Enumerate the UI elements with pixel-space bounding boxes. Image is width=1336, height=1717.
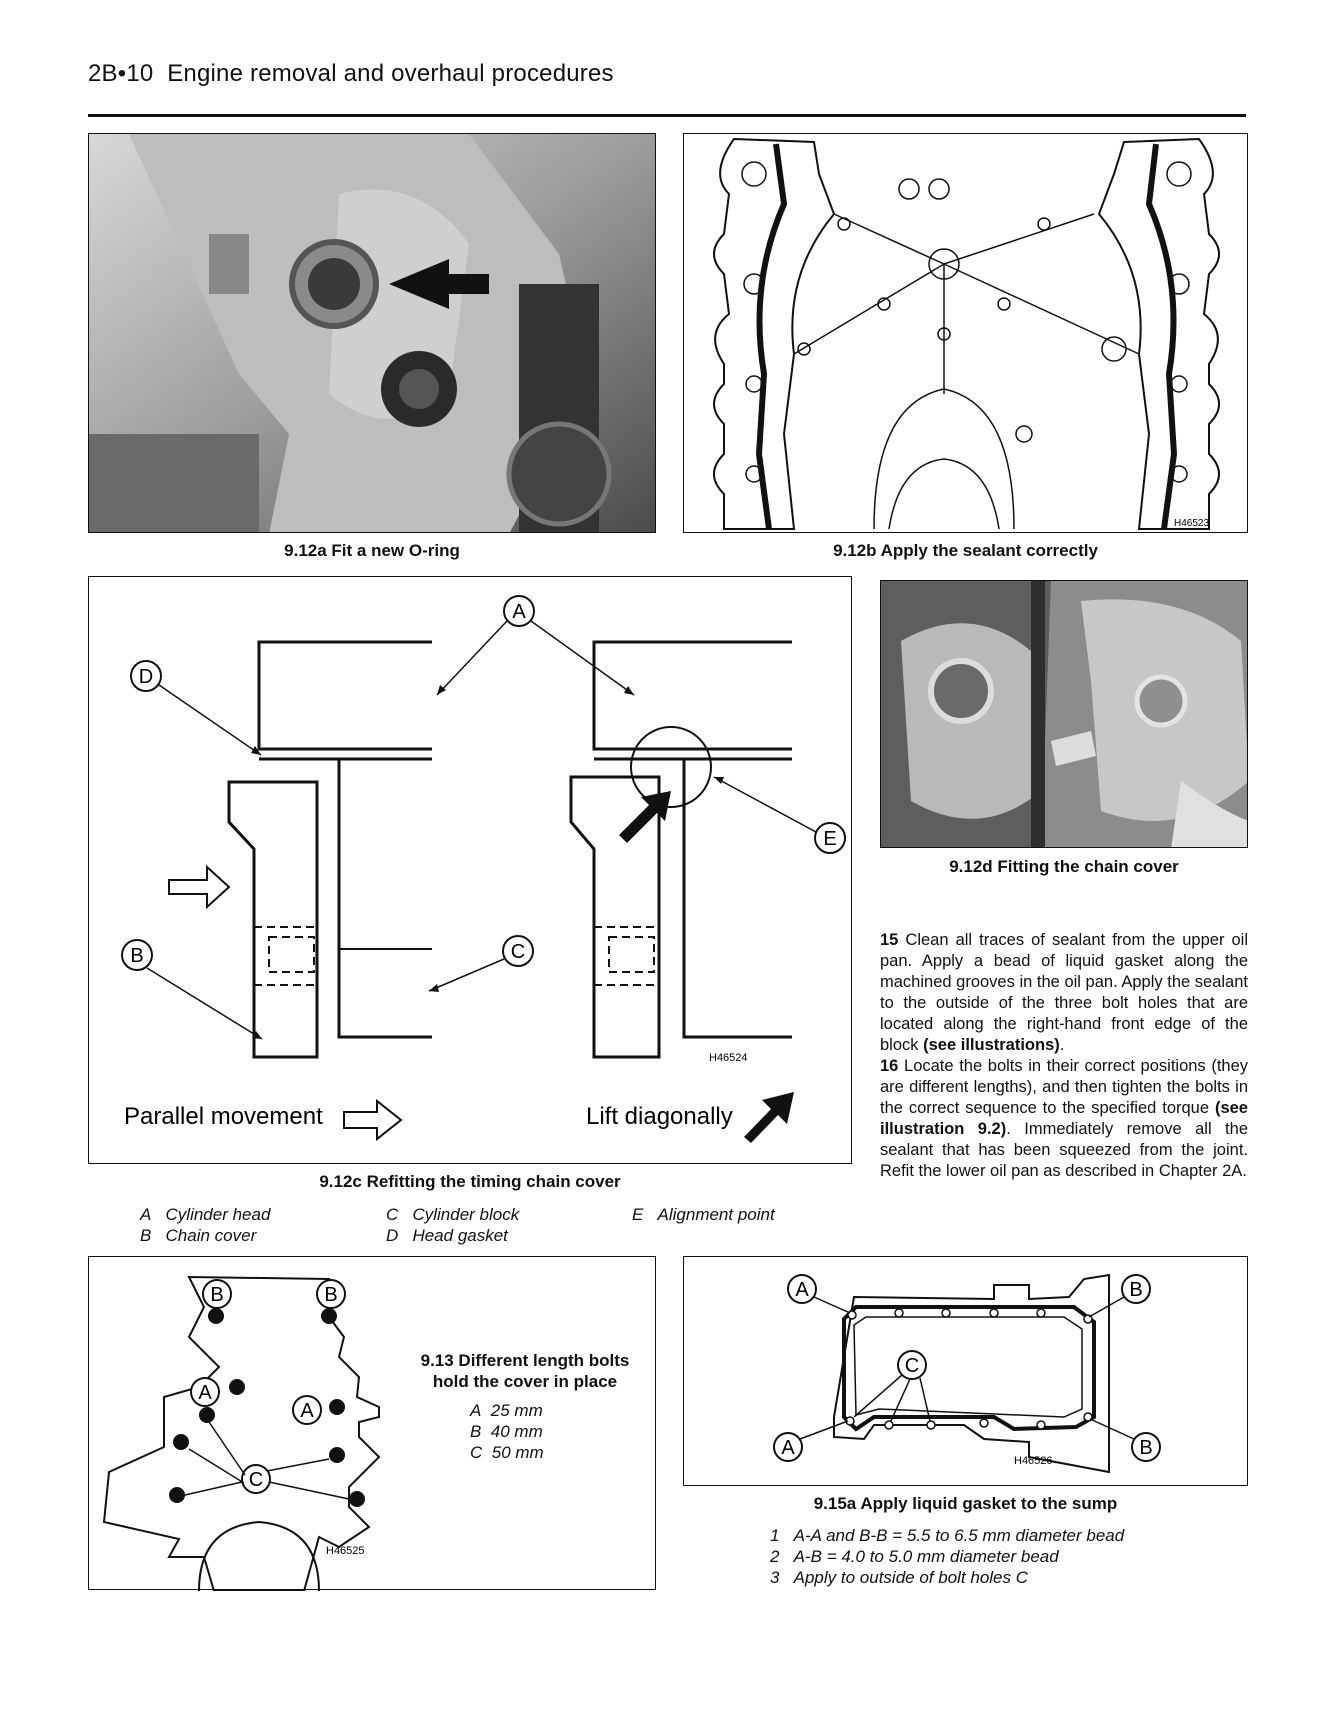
legend-915a: 1 A-A and B-B = 5.5 to 6.5 mm diameter b… — [770, 1525, 1124, 1588]
chain-cover-fitting-photo — [881, 581, 1247, 847]
lift-diagonally-arrow-icon — [744, 1092, 794, 1143]
page-title: Engine removal and overhaul procedures — [167, 60, 614, 87]
arrow-icon — [389, 259, 489, 309]
figure-code: H46525 — [326, 1545, 365, 1557]
callout-c: C — [511, 941, 525, 963]
legend-912c-e: E Alignment point — [632, 1205, 775, 1224]
figure-code: H46526 — [1014, 1455, 1053, 1467]
callout-a-top: A — [795, 1279, 809, 1301]
figure-code: H46523 — [1174, 518, 1209, 529]
legend-913-b: B 40 mm — [470, 1422, 543, 1441]
figure-912d-photo — [880, 580, 1248, 848]
caption-912d: 9.12d Fitting the chain cover — [949, 857, 1179, 876]
parallel-movement-arrow-icon — [343, 1098, 403, 1142]
figure-code: H46524 — [709, 1052, 748, 1064]
callout-a-right: A — [300, 1400, 314, 1422]
figure-915a-diagram: A B C A B H46526 — [683, 1256, 1248, 1486]
label-parallel-movement: Parallel movement — [124, 1103, 323, 1130]
legend-912c-b: B Chain cover — [140, 1226, 257, 1245]
callout-b-top: B — [1129, 1279, 1142, 1301]
callout-a-bottom: A — [781, 1437, 795, 1459]
step-15-text: Clean all traces of sealant from the upp… — [880, 931, 1248, 1054]
engine-photo-orings — [89, 134, 655, 532]
legend-912c-d: D Head gasket — [386, 1226, 508, 1245]
legend-915a-3: 3 Apply to outside of bolt holes C — [770, 1568, 1029, 1587]
callout-d: D — [139, 666, 153, 688]
page-ref: 2B•10 — [88, 60, 154, 87]
label-lift-diagonally: Lift diagonally — [586, 1103, 733, 1130]
page-header: 2B•10 Engine removal and overhaul proced… — [88, 60, 614, 88]
step-16-text: Locate the bolts in their correct positi… — [880, 1057, 1249, 1117]
header-rule — [88, 114, 1246, 117]
step-15-number: 15 — [880, 931, 899, 949]
callout-c: C — [249, 1469, 263, 1491]
figure-913-diagram: B B A A C H46525 — [88, 1256, 656, 1592]
callout-a: A — [512, 601, 526, 623]
sump-gasket-diagram: A B C A B H46526 — [773, 1273, 1161, 1474]
bolt-length-diagram: B B A A C H46525 — [102, 1275, 381, 1592]
callout-a-left: A — [198, 1382, 212, 1404]
caption-912c: 9.12c Refitting the timing chain cover — [319, 1172, 621, 1191]
legend-913: A 25 mm B 40 mm C 50 mm — [470, 1400, 544, 1463]
legend-915a-1: 1 A-A and B-B = 5.5 to 6.5 mm diameter b… — [770, 1526, 1125, 1545]
legend-912c-a: A Cylinder head — [140, 1205, 271, 1224]
timing-cover-refit-diagram: A D E B C H46524 Parallel movement — [121, 595, 846, 1143]
callout-b-bottom: B — [1139, 1437, 1152, 1459]
diagonal-arrow-icon — [619, 791, 671, 843]
callout-b: B — [130, 945, 143, 967]
legend-912c-c: C Cylinder block — [386, 1205, 520, 1224]
figure-912c-diagram: A D E B C H46524 Parallel movement — [88, 576, 852, 1164]
caption-913-line2: hold the cover in place — [432, 1372, 618, 1391]
caption-912b: 9.12b Apply the sealant correctly — [833, 541, 1098, 560]
step-16-number: 16 — [880, 1057, 899, 1075]
callout-b-left: B — [210, 1284, 223, 1306]
legend-915a-2: 2 A-B = 4.0 to 5.0 mm diameter bead — [770, 1547, 1059, 1566]
chain-cover-sealant-diagram: H46523 — [713, 137, 1220, 530]
parallel-arrow-icon — [168, 864, 231, 910]
callout-b-right: B — [324, 1284, 337, 1306]
step-15-ref: (see illustrations) — [923, 1036, 1060, 1054]
figure-912b-diagram: H46523 — [683, 133, 1248, 533]
caption-913-line1: 9.13 Different length bolts — [420, 1351, 630, 1370]
caption-912a: 9.12a Fit a new O-ring — [284, 541, 460, 560]
figure-912a-photo — [88, 133, 656, 533]
callout-e: E — [823, 828, 836, 850]
caption-915a: 9.15a Apply liquid gasket to the sump — [813, 1494, 1118, 1513]
callout-c: C — [905, 1355, 919, 1377]
caption-913: 9.13 Different length bolts hold the cov… — [405, 1350, 645, 1392]
step-16-text2: Immediately remove all the sealant that … — [880, 1120, 1248, 1180]
step-16-ref: (see illustration 9.2) — [880, 1099, 1248, 1138]
legend-913-c: C 50 mm — [470, 1443, 544, 1462]
legend-913-a: A 25 mm — [470, 1401, 543, 1420]
step-15: 15 Clean all traces of sealant from the … — [880, 931, 1249, 1180]
